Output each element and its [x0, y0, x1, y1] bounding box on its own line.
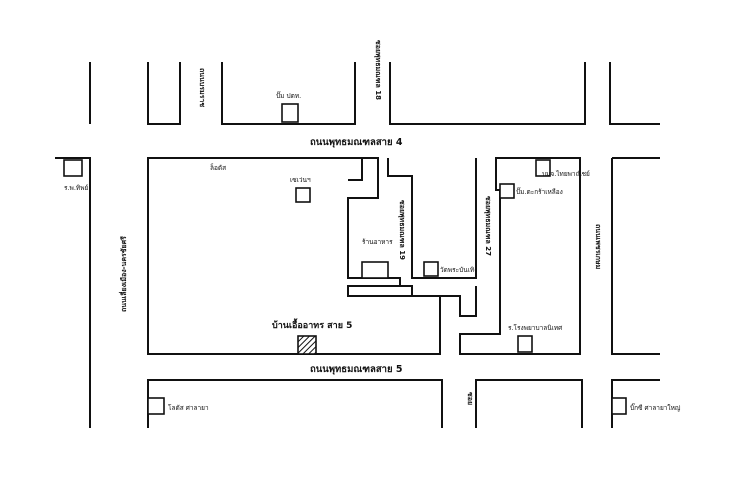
bottom-right-shop-label: บิ๊กซี ศาลายาใหญ่: [630, 403, 681, 412]
bottom-right-shop-icon: [611, 397, 627, 415]
destination-marker: [297, 335, 317, 355]
gas-station-right-icon: [499, 183, 515, 199]
temple-label: วัดพระบันเทิง: [440, 266, 477, 274]
school-right-icon: [517, 335, 533, 353]
lotus-label: ล็อตัส: [210, 163, 226, 172]
gas-station-top-label: ปั๊ม ปตท.: [276, 91, 301, 100]
gas-station-top-icon: [281, 103, 299, 123]
hospital-label: ร.พ.ทิพย์: [64, 184, 88, 192]
block-nub: [348, 157, 363, 181]
road-label-left-vertical: ถนนเลี่ยงเมือง-นครชัยศรี: [118, 236, 128, 312]
block-top-d: [389, 62, 586, 125]
hospital-icon: [63, 159, 83, 177]
block-far-right: [611, 157, 660, 355]
block-mid-lower: [400, 285, 477, 317]
destination-label: บ้านเอื้ออาทร สาย 5: [272, 318, 352, 331]
block-right-mid: [459, 157, 581, 355]
block-left: [55, 157, 91, 428]
road-label-soi-19: ซอยพุทธมณฑล 19: [398, 200, 406, 260]
road-label-right-vertical: ถนนเพชรเกษม: [594, 224, 602, 270]
road-label-bottom-soi: ซอย: [466, 392, 474, 405]
road-label-soi-18: ซอยพุทธมณฑล 18: [374, 40, 382, 100]
block-bottom-b: [475, 379, 583, 428]
bank-icon: [535, 159, 551, 177]
bank-label: บมจ.ไทยพาณิชย์: [542, 170, 590, 178]
road-label-top-left-vertical: ถนนบรมราช: [198, 68, 206, 107]
seven-eleven-icon: [295, 187, 311, 203]
road-label-top: ถนนพุทธมณฑลสาย 4: [310, 137, 403, 148]
temple-icon: [423, 261, 439, 277]
bottom-left-shop-label: โลตัส ศาลายา: [168, 404, 209, 412]
gas-station-right-label: ปั๊ม.ตะกร้าเหลือง: [516, 187, 563, 196]
shop-mid-label: ร้านอาหาร: [362, 238, 393, 246]
school-right-label: ร.โรงพยาบาลนิเทศ: [508, 324, 563, 332]
shop-mid-icon: [361, 261, 389, 279]
block-top-c: [221, 62, 356, 125]
block-top-b: [147, 62, 181, 125]
block-mid: [387, 158, 477, 279]
bottom-left-shop-icon: [147, 397, 165, 415]
road-label-soi-27: ซอยพุทธมณฑล 27: [484, 196, 492, 256]
seven-eleven-label: เซเว่นฯ: [290, 176, 311, 184]
block-top-e: [609, 62, 660, 125]
road-label-bottom: ถนนพุทธมณฑลสาย 5: [310, 364, 402, 375]
